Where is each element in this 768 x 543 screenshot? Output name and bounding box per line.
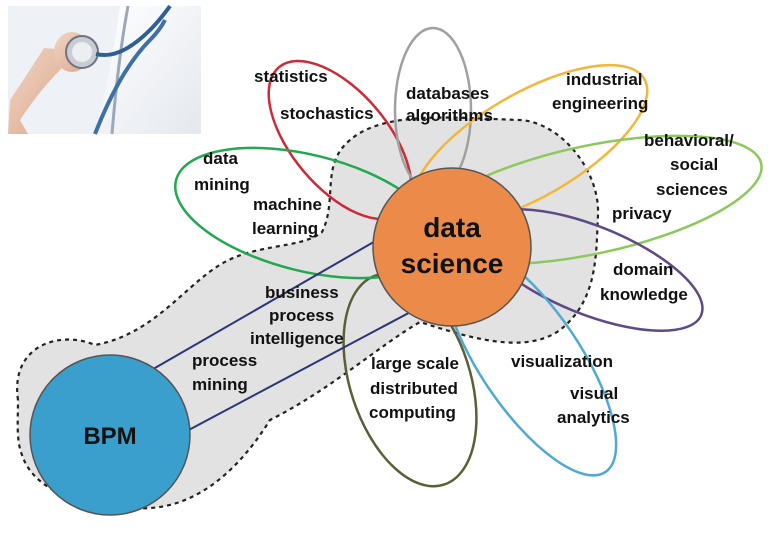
label-visual: visual [570,384,618,403]
label-machine: machine [253,195,322,214]
label-business: business [265,283,339,302]
label-data: data [203,149,239,168]
label-engineering: engineering [552,94,648,113]
label-distributed: distributed [370,379,458,398]
label-process-lower: process [192,351,257,370]
hub-title-line1: data [423,212,481,243]
label-social: social [670,155,718,174]
label-computing: computing [369,403,456,422]
label-privacy: privacy [612,204,672,223]
label-visualization: visualization [511,352,613,371]
label-learning: learning [252,219,318,238]
label-behavioral: behavioral/ [644,131,734,150]
petal-largescale [342,272,478,488]
bridge-line-upper [147,227,399,373]
label-intelligence: intelligence [250,329,344,348]
label-analytics: analytics [557,408,630,427]
bridge-line-lower [184,307,419,433]
label-mining-lower: mining [192,375,248,394]
bpm-circle [29,354,191,516]
label-industrial: industrial [566,70,643,89]
label-domain: domain [613,260,673,279]
doctor-stethoscope-photo [8,4,201,135]
label-sciences: sciences [656,180,728,199]
label-mining: mining [194,175,250,194]
data-science-hub [372,167,532,327]
label-algorithms: algorithms [406,106,493,125]
label-process-upper: process [269,306,334,325]
label-knowledge: knowledge [600,285,688,304]
label-large-scale: large scale [371,354,459,373]
bpm-label: BPM [83,423,136,450]
label-statistics: statistics [254,67,328,86]
hub-title-line2: science [401,248,504,279]
label-databases: databases [406,84,489,103]
label-stochastics: stochastics [280,104,374,123]
